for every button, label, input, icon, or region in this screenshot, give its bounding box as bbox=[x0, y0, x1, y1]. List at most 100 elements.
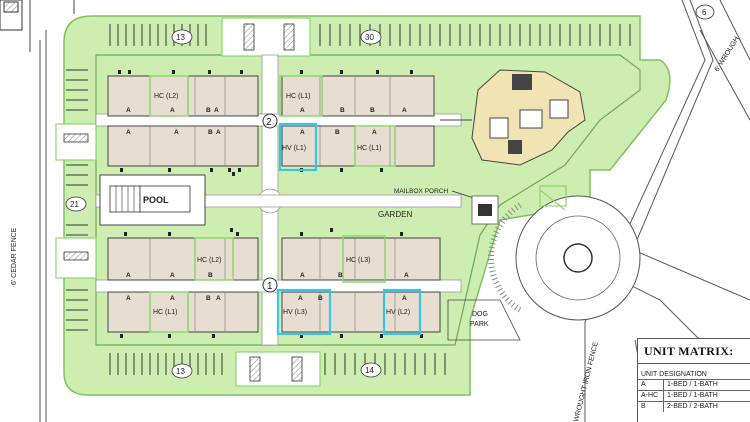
letter-b: B bbox=[208, 129, 213, 136]
unit-designation-label: UNIT DESIGNATION bbox=[641, 371, 707, 378]
node-2-label: 2 bbox=[266, 117, 272, 128]
pool-area: POOL bbox=[99, 174, 206, 226]
count-left-mid: 21 bbox=[70, 200, 79, 209]
hc-l2-box bbox=[149, 75, 189, 117]
unit-dividers bbox=[149, 76, 396, 332]
drive-loop bbox=[95, 54, 641, 346]
letter-b: B bbox=[340, 107, 345, 114]
tag-hv-l2: HV (L2) bbox=[386, 309, 410, 316]
letter-b: B bbox=[370, 107, 375, 114]
letter-a: A bbox=[170, 295, 175, 302]
letter-b: B bbox=[206, 295, 211, 302]
unit-matrix-title: UNIT MATRIX: bbox=[638, 339, 750, 364]
unit-matrix: UNIT MATRIX: UNIT DESIGNATION A 1-BED / … bbox=[637, 338, 750, 422]
building-1-south bbox=[107, 125, 259, 167]
pool-label: POOL bbox=[143, 195, 169, 205]
dog-park-label-2: PARK bbox=[470, 321, 489, 328]
dog-park-label-1: DOG bbox=[472, 311, 488, 318]
letter-b: B bbox=[335, 129, 340, 136]
letter-a: A bbox=[402, 295, 407, 302]
hc-l1-box-c bbox=[149, 291, 189, 333]
letter-a: A bbox=[216, 129, 221, 136]
count-bottom-right: 14 bbox=[365, 366, 374, 375]
letter-a: A bbox=[300, 129, 305, 136]
letter-a: A bbox=[300, 272, 305, 279]
letter-a: A bbox=[300, 107, 305, 114]
letter-a: A bbox=[216, 295, 221, 302]
tag-hv-l3: HV (L3) bbox=[283, 309, 307, 316]
hv-l1-box bbox=[278, 122, 318, 172]
parking-bottom-left bbox=[109, 353, 223, 375]
unit-letters: A A B A A B B A A A B A A B A A A B A B … bbox=[126, 107, 409, 302]
letter-a: A bbox=[170, 107, 175, 114]
cedar-fence-label: 6' CEDAR FENCE bbox=[11, 227, 18, 285]
corner-detail bbox=[0, 0, 75, 52]
count-bottom-left: 13 bbox=[176, 367, 185, 376]
matrix-code: B bbox=[638, 402, 664, 412]
dog-park: DOG PARK bbox=[447, 299, 521, 341]
road-outline bbox=[39, 0, 750, 422]
letter-a: A bbox=[126, 107, 131, 114]
matrix-desc: 1-BED / 1-BATH bbox=[667, 381, 718, 388]
matrix-row: A 1-BED / 1-BATH bbox=[638, 379, 750, 390]
wrought-top-label: 6' WROUGH bbox=[714, 36, 741, 73]
hc-l3-box bbox=[342, 235, 386, 283]
matrix-code: A bbox=[638, 380, 664, 390]
count-top-left: 13 bbox=[176, 33, 185, 42]
hc-l2-box-b bbox=[194, 237, 234, 281]
letter-b: B bbox=[338, 272, 343, 279]
letter-a: A bbox=[298, 295, 303, 302]
hv-unit-highlights bbox=[276, 122, 422, 336]
tag-hc-l1-b: HC (L1) bbox=[357, 145, 382, 152]
letter-a: A bbox=[214, 107, 219, 114]
building-1-north bbox=[107, 75, 259, 117]
clubhouse bbox=[440, 69, 586, 166]
letter-b: B bbox=[206, 107, 211, 114]
roundabout bbox=[487, 185, 641, 321]
mailbox-porch: MAILBOX PORCH bbox=[394, 188, 499, 225]
mailbox-label: MAILBOX PORCH bbox=[394, 188, 448, 195]
tag-hc-l1-c: HC (L1) bbox=[153, 309, 178, 316]
building-2-south bbox=[281, 125, 435, 167]
matrix-row: B 2-BED / 2-BATH bbox=[638, 401, 750, 412]
garden-label: GARDEN bbox=[378, 210, 412, 219]
letter-a: A bbox=[126, 272, 131, 279]
matrix-row: A-HC 1-BED / 1-BATH bbox=[638, 390, 750, 401]
letter-a: A bbox=[372, 129, 377, 136]
hc-l1-box-b bbox=[354, 125, 396, 167]
tag-hc-l1-a: HC (L1) bbox=[286, 93, 311, 100]
building-4-north bbox=[281, 237, 441, 281]
parking-left bbox=[66, 69, 88, 331]
tag-hv-l1: HV (L1) bbox=[282, 145, 306, 152]
building-4-south bbox=[281, 291, 441, 333]
matrix-desc: 1-BED / 1-BATH bbox=[667, 392, 718, 399]
stall-hatches bbox=[63, 23, 303, 382]
letter-a: A bbox=[170, 272, 175, 279]
matrix-desc: 2-BED / 2-BATH bbox=[667, 403, 718, 410]
hv-l2-box bbox=[382, 288, 422, 336]
matrix-code: A-HC bbox=[638, 391, 664, 401]
letter-b: B bbox=[318, 295, 323, 302]
letter-b: B bbox=[208, 272, 213, 279]
letter-a: A bbox=[174, 129, 179, 136]
node-markers: 2 1 bbox=[262, 113, 278, 293]
tag-hc-l3: HC (L3) bbox=[346, 257, 371, 264]
tag-hc-l2-b: HC (L2) bbox=[197, 257, 222, 264]
letter-a: A bbox=[126, 129, 131, 136]
letter-a: A bbox=[404, 272, 409, 279]
count-top-right: 30 bbox=[365, 33, 374, 42]
building-2-north bbox=[281, 75, 435, 117]
tag-hc-l2: HC (L2) bbox=[154, 93, 179, 100]
count-corner: 6 bbox=[702, 8, 707, 17]
letter-a: A bbox=[402, 107, 407, 114]
iron-fence-label: WROUGHT IRON FENCE bbox=[573, 341, 600, 422]
unit-tags: HC (L2) HC (L1) HV (L1) HC (L1) HC (L2) … bbox=[153, 93, 410, 316]
node-1-label: 1 bbox=[267, 281, 273, 292]
ac-pads bbox=[118, 70, 423, 338]
hc-l1-box-a bbox=[279, 75, 323, 117]
hv-l3-box bbox=[276, 288, 332, 336]
hc-unit-highlights bbox=[149, 75, 396, 333]
letter-a: A bbox=[126, 295, 131, 302]
parking-counts: 13 30 21 13 14 6 bbox=[65, 4, 715, 379]
